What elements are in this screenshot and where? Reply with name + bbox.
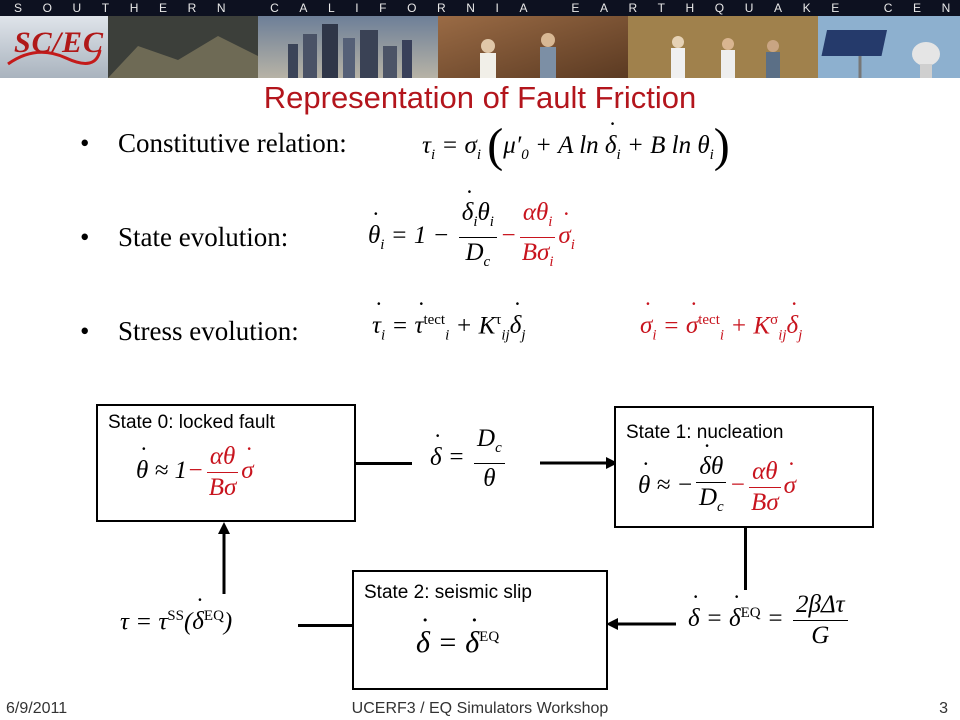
header-banner: SOUTHERN CALIFORNIA EARTHQUAKE CENTER SC…: [0, 0, 960, 78]
bullet-label: Stress evolution:: [118, 316, 299, 346]
bullet-state-evolution: • State evolution:: [80, 222, 288, 253]
state2-box: State 2: seismic slip δ = δEQ: [352, 570, 608, 690]
stress-evolution-equation: τi = τtecti + Kτijδj: [372, 312, 526, 344]
arrow-up-icon: [218, 522, 230, 594]
state0-label: State 0: locked fault: [108, 412, 275, 433]
arrow-line: [356, 462, 412, 465]
footer-date: 6/9/2011: [6, 700, 68, 717]
bullet-stress-evolution: • Stress evolution:: [80, 316, 299, 347]
bullet-label: Constitutive relation:: [118, 128, 347, 158]
footer-title: UCERF3 / EQ Simulators Workshop: [351, 700, 609, 717]
state2-equation: δ = δEQ: [416, 626, 499, 660]
logo-swoosh-icon: [7, 49, 102, 66]
state1-label: State 1: nucleation: [626, 422, 784, 443]
scec-logo: SC/EC: [0, 16, 108, 78]
page-number: 3: [939, 700, 948, 717]
bullet-constitutive: • Constitutive relation:: [80, 128, 347, 159]
slide-title: Representation of Fault Friction: [263, 80, 697, 115]
arrow-left-icon: [606, 618, 676, 630]
constitutive-equation: τi = σi (μ′0 + A ln δi + B ln θi): [422, 118, 730, 173]
transition-0-1-equation: δ = Dcθ: [430, 424, 508, 494]
banner-photo-strip: [108, 16, 960, 78]
bullet-label: State evolution:: [118, 222, 289, 252]
bullet-dot: •: [80, 316, 90, 346]
arrow-line: [298, 624, 352, 627]
bullet-dot: •: [80, 128, 90, 158]
arrow-right-icon: [540, 457, 618, 469]
state0-equation: θ ≈ 1−αθBσσ: [136, 442, 254, 503]
state2-label: State 2: seismic slip: [364, 582, 532, 603]
normal-stress-evolution-equation: σi = σtecti + Kσijδj: [640, 312, 802, 344]
banner-title: SOUTHERN CALIFORNIA EARTHQUAKE CENTER: [0, 0, 960, 16]
transition-2-0-equation: τ = τSS(δEQ): [120, 608, 232, 636]
state0-box: State 0: locked fault θ ≈ 1−αθBσσ: [96, 404, 356, 522]
arrow-line: [744, 528, 747, 590]
bullet-dot: •: [80, 222, 90, 252]
logo-text: SC/EC: [14, 26, 105, 59]
